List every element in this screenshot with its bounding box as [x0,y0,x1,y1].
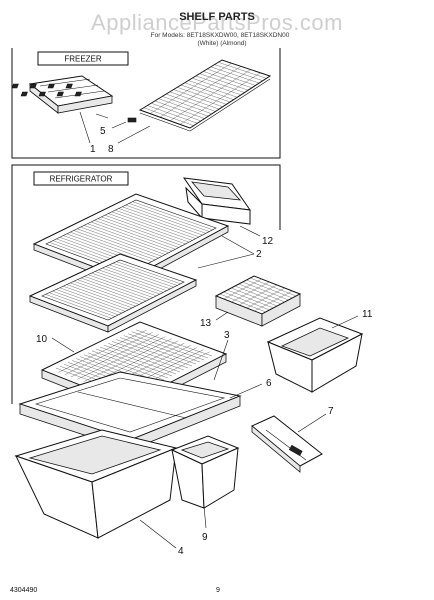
door-bin [182,177,252,225]
callout-4: 4 [178,546,184,557]
callout-2: 2 [256,249,262,260]
callout-8: 8 [108,144,114,155]
crisper-cover-frame [18,371,242,451]
meat-drawer [266,317,364,393]
callout-6: 6 [266,378,272,389]
crisper-drawer-small [170,435,240,509]
refrigerator-section: REFRIGERATOR 12 2 [11,164,373,557]
leader-9 [203,505,207,529]
callout-13: 13 [200,318,212,329]
callout-5: 5 [100,126,106,137]
color-line: (White) (Almond) [197,40,246,47]
callout-1: 1 [90,144,96,155]
freezer-frame [11,48,281,159]
freezer-label-box [37,51,129,66]
callout-10: 10 [36,334,48,345]
page-title: SHELF PARTS [179,11,255,23]
refrigerator-label: REFRIGERATOR [50,175,113,184]
watermark: AppliancePartsPros.com [91,10,343,35]
leader-4 [139,519,177,549]
ice-cube-tray [11,75,114,114]
callout-9: 9 [202,532,208,543]
freezer-section: FREEZER [11,48,281,159]
leader-11 [331,315,359,329]
leader-13 [215,311,229,321]
crisper-drawer-large [14,429,178,539]
callout-12: 12 [262,236,274,247]
freezer-wire-shelf [138,59,272,132]
leader-3 [213,339,229,381]
shelf-stop [127,117,137,123]
leader-1 [79,111,91,144]
crisper-glass-insert [214,275,302,327]
page-number: 9 [216,587,220,594]
crisper-control-rail [251,415,323,473]
glass-shelf-lower [28,253,198,333]
refrigerator-label-box [33,171,129,186]
callout-11: 11 [362,309,373,320]
leader-6 [229,383,263,399]
leader-10 [51,337,75,353]
doc-number: 4304490 [10,587,37,594]
leader-8 [117,125,151,144]
leader-7 [297,413,327,433]
leader-5 [95,113,109,119]
callout-3: 3 [224,330,230,341]
model-line: For Models: 8ET18SKXDW00, 8ET18SKXDN00 [151,32,290,39]
freezer-label: FREEZER [64,55,102,64]
leader-12 [239,225,261,237]
leader-2b [221,235,255,255]
refrigerator-frame [11,164,281,404]
leader-2a [197,253,255,269]
callout-7: 7 [328,406,334,417]
